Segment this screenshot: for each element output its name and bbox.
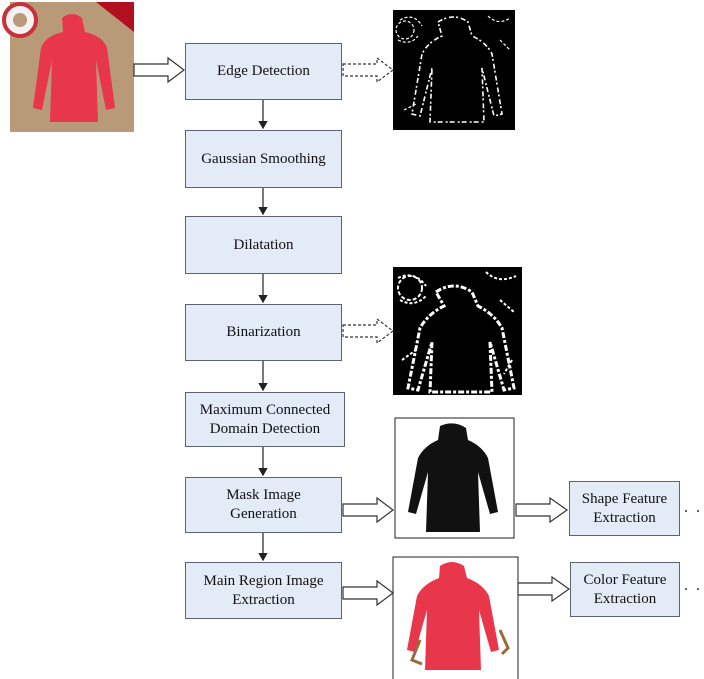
binarization-result-image	[393, 267, 522, 395]
shape-continuation-dots: . .	[684, 499, 702, 516]
color-continuation-dots: . .	[684, 577, 702, 594]
dilatation-step: Dilatation	[185, 216, 342, 274]
main-region-image	[392, 556, 519, 679]
gaussian-smoothing-step: Gaussian Smoothing	[185, 130, 342, 188]
edge-detection-step: Edge Detection	[185, 43, 342, 100]
max-connected-domain-step: Maximum Connected Domain Detection	[185, 392, 345, 447]
color-feature-step: Color Feature Extraction	[570, 562, 680, 617]
binarization-step: Binarization	[185, 304, 342, 361]
input-garment-photo	[2, 2, 134, 132]
hot-badge	[96, 2, 134, 32]
main-region-extraction-step: Main Region Image Extraction	[185, 562, 342, 619]
red-garment	[33, 14, 115, 122]
mask-image	[394, 417, 515, 539]
edge-detection-result-image	[393, 10, 515, 130]
block-arrows	[133, 56, 571, 607]
mask-generation-step: Mask Image Generation	[185, 477, 342, 533]
shape-feature-step: Shape Feature Extraction	[569, 481, 680, 536]
